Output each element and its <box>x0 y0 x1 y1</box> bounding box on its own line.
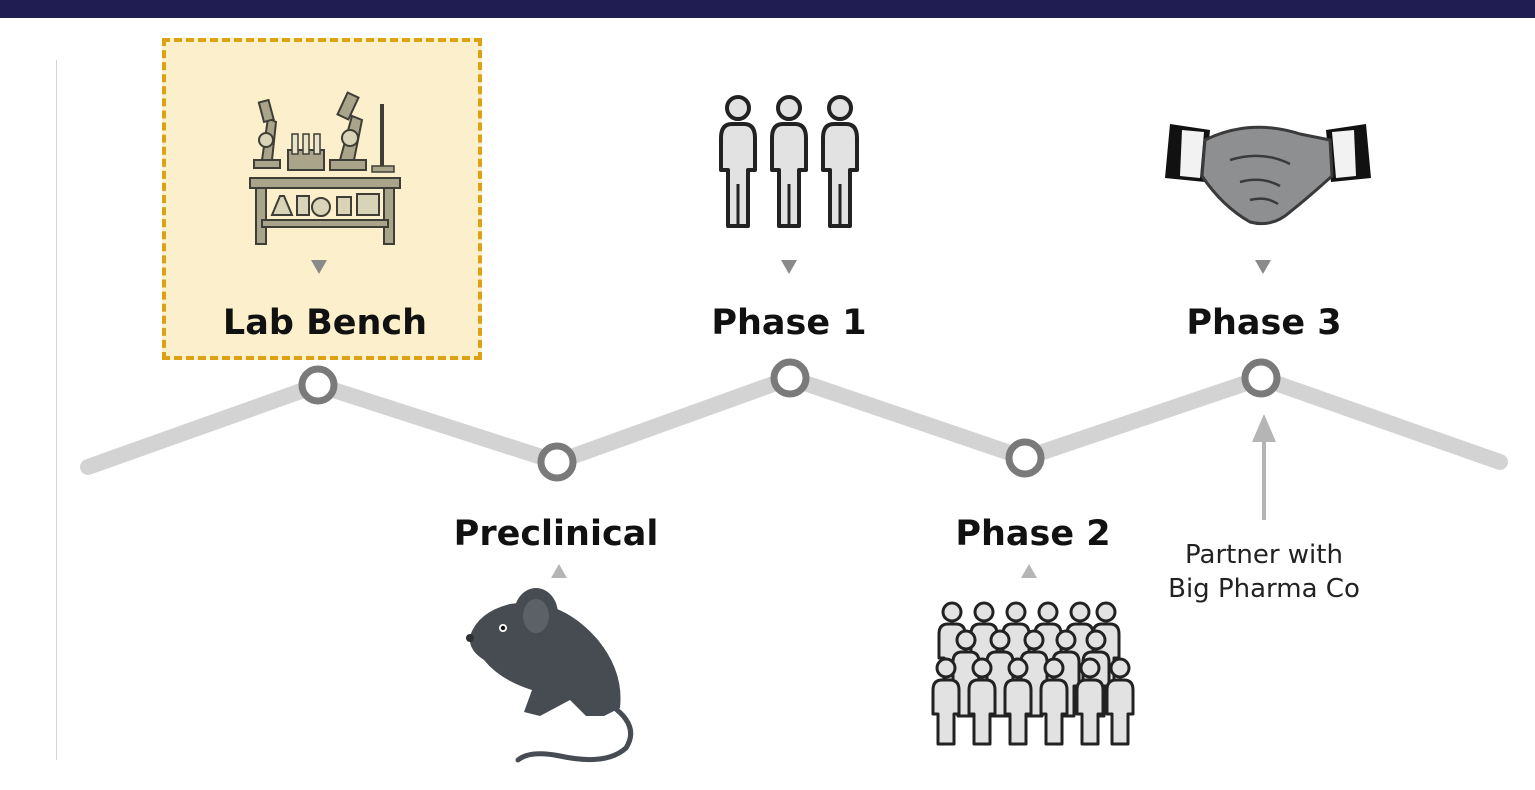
header-bar <box>0 0 1535 18</box>
node-phase-3 <box>1241 358 1281 398</box>
arrow-up-preclinical <box>551 564 567 578</box>
node-preclinical <box>537 442 577 482</box>
crowd-person <box>1003 657 1033 746</box>
label-phase-1: Phase 1 <box>711 303 867 343</box>
label-lab-bench: Lab Bench <box>222 303 428 343</box>
crowd-person <box>967 657 997 746</box>
arrow-down-lab-bench <box>311 260 327 274</box>
lab-bench-icon <box>249 91 401 245</box>
crowd-person <box>1105 657 1135 746</box>
label-phase-2: Phase 2 <box>955 514 1111 554</box>
crowd-person <box>1075 657 1105 746</box>
partner-annotation: Partner with Big Pharma Co <box>1134 538 1394 606</box>
label-preclinical: Preclinical <box>453 514 659 554</box>
node-lab-bench <box>298 365 338 405</box>
crowd-person <box>1039 657 1069 746</box>
handshake-icon <box>1165 124 1371 226</box>
node-phase-1 <box>770 358 810 398</box>
node-phase-2 <box>1005 438 1045 478</box>
arrow-down-phase-1 <box>781 260 797 274</box>
left-divider <box>56 60 57 760</box>
annotation-line-1: Partner with <box>1185 540 1343 570</box>
label-phase-3: Phase 3 <box>1186 303 1342 343</box>
crowd-person <box>931 657 961 746</box>
partner-arrow-head <box>1252 414 1276 442</box>
arrow-down-phase-3 <box>1255 260 1271 274</box>
annotation-line-2: Big Pharma Co <box>1168 574 1360 604</box>
crowd-icon <box>931 601 1135 746</box>
arrow-up-phase-2 <box>1021 564 1037 578</box>
three-people-icon <box>719 95 859 228</box>
mouse-icon <box>466 588 634 763</box>
